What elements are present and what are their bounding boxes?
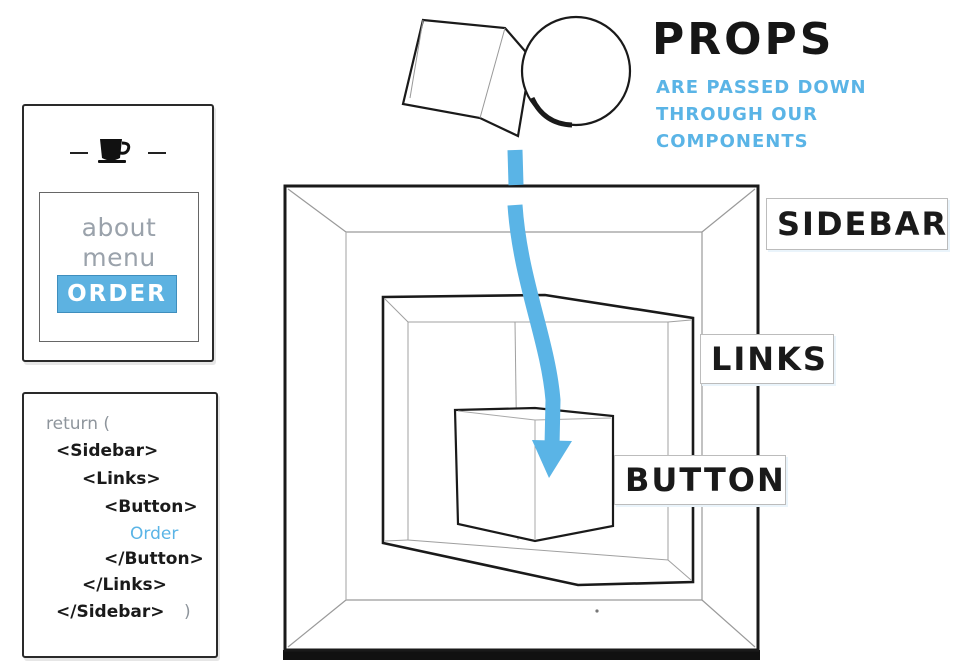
order-button[interactable]: ORDER <box>57 275 177 313</box>
button-cube <box>453 406 615 543</box>
props-subtitle-line-2: THROUGH OUR <box>656 104 819 125</box>
coffee-cup-icon <box>98 139 131 163</box>
props-arrow-body <box>507 204 561 447</box>
props-cube <box>401 18 533 138</box>
props-arrow-top <box>507 149 524 186</box>
label-sidebar: SIDEBAR <box>766 198 948 250</box>
links-box <box>381 293 695 587</box>
code-line-sidebar-close: </Sidebar> <box>56 602 165 622</box>
props-title: PROPS <box>652 14 835 65</box>
props-subtitle-line-3: COMPONENTS <box>656 131 809 152</box>
props-arrow-head <box>532 440 572 478</box>
code-line-sidebar-open: <Sidebar> <box>56 441 159 461</box>
sidebar-box-base <box>283 650 760 660</box>
label-button: BUTTON <box>614 455 786 505</box>
stray-dot <box>595 609 599 613</box>
sidebar-box <box>283 184 760 652</box>
code-line-links-close: </Links> <box>82 575 167 595</box>
cup-divider-right <box>148 152 166 154</box>
code-line-return: return ( <box>46 414 111 434</box>
code-line-button-open: <Button> <box>104 497 198 517</box>
cup-divider-left <box>70 152 88 154</box>
props-subtitle-line-1: ARE PASSED DOWN <box>656 77 867 98</box>
props-sphere <box>520 15 632 128</box>
label-links: LINKS <box>700 334 834 384</box>
code-line-order: Order <box>130 524 179 544</box>
props-subtitle: ARE PASSED DOWN THROUGH OUR COMPONENTS <box>656 74 896 155</box>
code-line-button-close: </Button> <box>104 549 204 569</box>
code-line-links-open: <Links> <box>82 469 161 489</box>
app-nav-panel: about menu ORDER <box>39 192 199 342</box>
nav-link-menu[interactable]: menu <box>82 243 156 272</box>
app-preview-card: about menu ORDER <box>22 104 214 362</box>
nav-link-about[interactable]: about <box>81 213 157 242</box>
code-snippet-card: return ( <Sidebar> <Links> <Button> Orde… <box>22 392 218 658</box>
code-line-paren-close: ) <box>184 602 191 622</box>
